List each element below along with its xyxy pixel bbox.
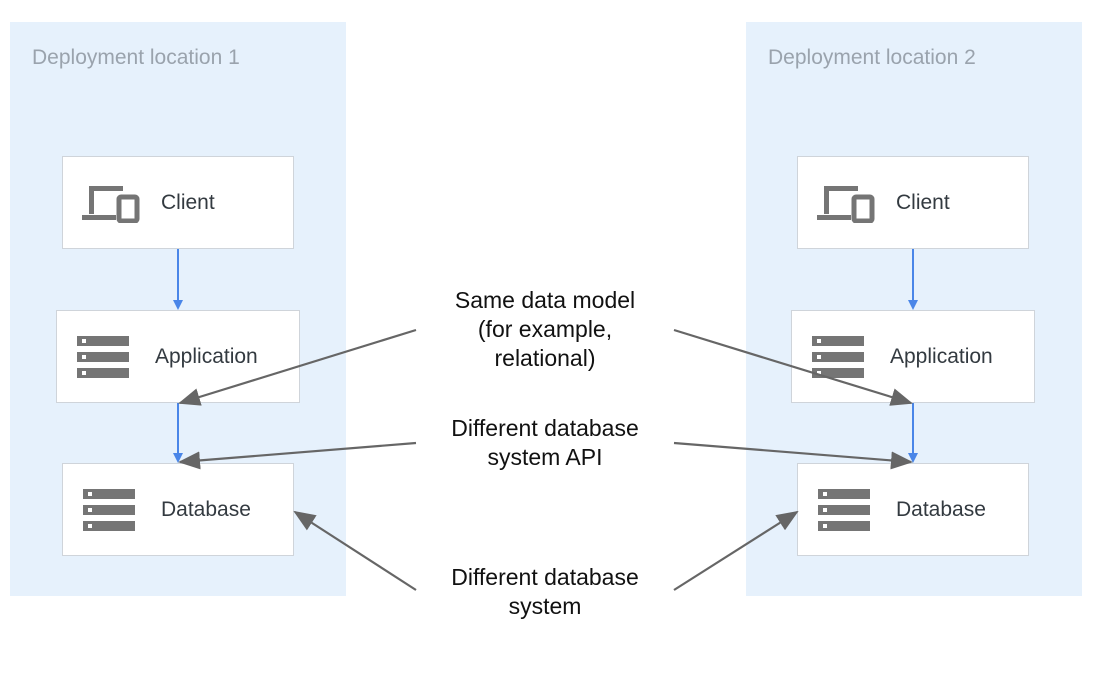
devices-icon	[817, 185, 875, 223]
database-label: Database	[161, 497, 251, 521]
callout-line: system API	[487, 444, 603, 470]
server-stack-icon	[83, 488, 135, 531]
client-box: Client	[797, 156, 1029, 249]
callout-different-api: Different database system API	[416, 414, 674, 472]
callout-arrow-model-right	[673, 328, 913, 406]
application-box: Application	[791, 310, 1035, 403]
application-label: Application	[890, 344, 993, 368]
database-label: Database	[896, 497, 986, 521]
devices-icon	[82, 185, 140, 223]
callout-different-system: Different database system	[416, 563, 674, 621]
server-stack-icon	[812, 335, 864, 378]
callout-line: Different database	[451, 564, 639, 590]
callout-arrow-model-left	[178, 328, 417, 406]
callout-arrow-system-left	[293, 510, 417, 591]
server-stack-icon	[818, 488, 870, 531]
database-box: Database	[797, 463, 1029, 556]
callout-line: (for example,	[477, 316, 613, 342]
callout-line: system	[508, 593, 582, 619]
callout-line: relational)	[494, 345, 596, 371]
location-title: Deployment location 1	[32, 46, 240, 69]
client-label: Client	[896, 190, 950, 214]
server-stack-icon	[77, 335, 129, 378]
location-title: Deployment location 2	[768, 46, 976, 69]
callout-line: Same data model	[454, 287, 636, 313]
application-box: Application	[56, 310, 300, 403]
callout-arrow-system-right	[673, 510, 799, 591]
callout-line: Different database	[451, 415, 639, 441]
callout-arrow-api-right	[673, 441, 913, 470]
client-label: Client	[161, 190, 215, 214]
application-label: Application	[155, 344, 258, 368]
callout-same-data-model: Same data model (for example, relational…	[416, 286, 674, 373]
client-box: Client	[62, 156, 294, 249]
database-box: Database	[62, 463, 294, 556]
callout-arrow-api-left	[178, 441, 417, 470]
